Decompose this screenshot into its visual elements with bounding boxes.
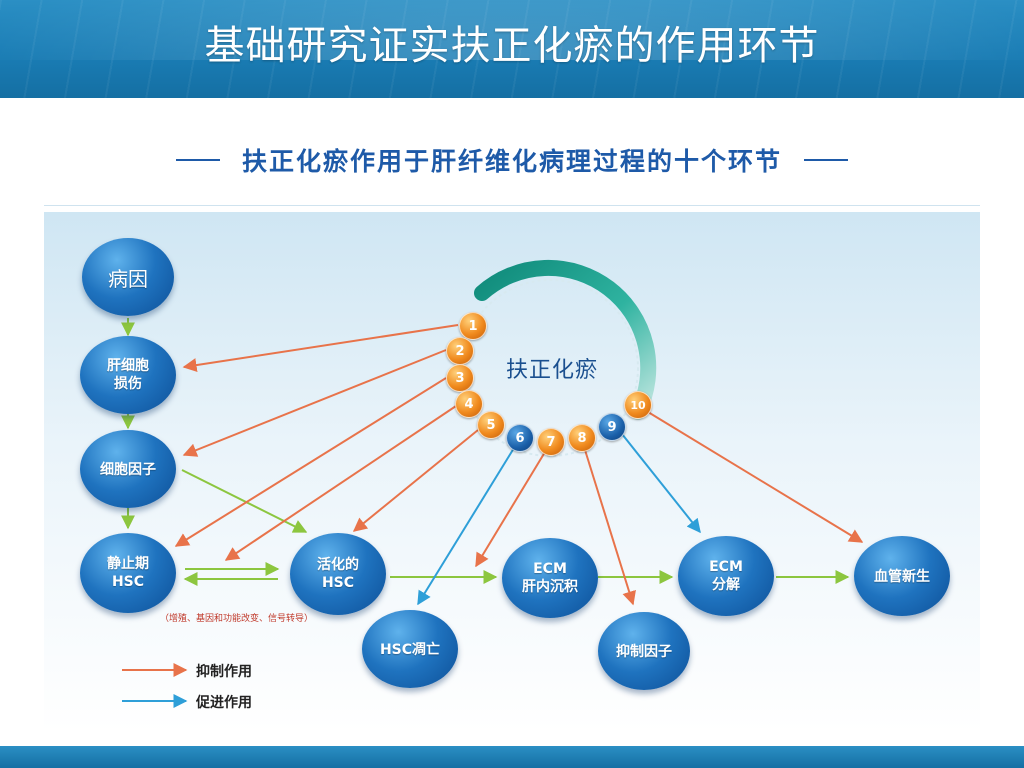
node-cytokines-label: 细胞因子 — [100, 462, 156, 478]
diagram-subtitle-bar: 扶正化瘀作用于肝纤维化病理过程的十个环节 — [70, 140, 954, 180]
node-ecm-degradation-label: ECM 分解 — [709, 559, 743, 593]
hsc-annotation: （增殖、基因和功能改变、信号转导） — [160, 614, 314, 624]
step-badge-2: 2 — [446, 337, 474, 365]
title-banner — [0, 0, 1024, 98]
panel-top-rule — [44, 205, 980, 206]
flow-cytokines-to-activated — [181, 469, 308, 533]
footer-banner — [0, 746, 1024, 768]
inhibit-arrow-1 — [182, 324, 459, 373]
step-badge-7: 7 — [537, 428, 565, 456]
step-badge-1: 1 — [459, 312, 487, 340]
inhibit-arrow-5 — [352, 429, 479, 532]
subtitle-left-rule — [175, 159, 220, 161]
node-ecm-degradation: ECM 分解 — [678, 536, 774, 616]
subtitle-right-rule — [804, 159, 848, 161]
slide-title: 基础研究证实扶正化瘀的作用环节 — [204, 23, 820, 69]
node-hsc-apoptosis: HSC凋亡 — [362, 610, 458, 688]
node-activated-hsc: 活化的 HSC — [290, 533, 386, 615]
step-badge-5: 5 — [477, 411, 505, 439]
step-badge-4: 4 — [455, 390, 483, 418]
node-angiogenesis: 血管新生 — [854, 536, 950, 616]
node-liver-injury: 肝细胞 损伤 — [80, 336, 176, 414]
step-badge-3: 3 — [446, 364, 474, 392]
step-badge-6: 6 — [506, 424, 534, 452]
step-badge-9: 9 — [598, 413, 626, 441]
diagram-panel — [44, 212, 980, 732]
node-cytokines: 细胞因子 — [80, 430, 176, 508]
node-cause-label: 病因 — [108, 266, 148, 291]
legend-promote-label: 促进作用 — [196, 695, 252, 711]
inhibit-arrow-4 — [224, 405, 457, 561]
inhibit-arrow-3 — [174, 377, 447, 547]
node-hsc-apoptosis-label: HSC凋亡 — [379, 642, 441, 658]
inhibit-arrow-8 — [584, 449, 636, 606]
inhibit-arrow-2 — [182, 349, 447, 457]
promote-arrow-9 — [621, 433, 701, 534]
step-badge-8: 8 — [568, 424, 596, 452]
node-angiogenesis-label: 血管新生 — [874, 569, 930, 585]
node-activated-hsc-label: 活化的 HSC — [317, 557, 359, 591]
node-liver-injury-label: 肝细胞 损伤 — [107, 358, 149, 392]
center-ring-arc — [474, 259, 657, 420]
promote-arrow-6 — [417, 447, 515, 606]
node-quiescent-hsc: 静止期 HSC — [80, 533, 176, 613]
step-badge-10: 10 — [624, 391, 652, 419]
inhibit-arrow-7 — [475, 451, 546, 568]
inhibit-arrow-10 — [647, 411, 864, 543]
node-inhibitors-label: 抑制因子 — [616, 644, 672, 660]
node-ecm-deposition-label: ECM 肝内沉积 — [522, 561, 578, 595]
node-quiescent-hsc-label: 静止期 HSC — [107, 556, 149, 590]
legend-inhibit-label: 抑制作用 — [196, 664, 252, 680]
diagram-subtitle: 扶正化瘀作用于肝纤维化病理过程的十个环节 — [241, 147, 782, 176]
node-inhibitors: 抑制因子 — [598, 612, 690, 690]
center-label: 扶正化瘀 — [505, 358, 598, 383]
node-cause: 病因 — [82, 238, 174, 316]
node-ecm-deposition: ECM 肝内沉积 — [502, 538, 598, 618]
